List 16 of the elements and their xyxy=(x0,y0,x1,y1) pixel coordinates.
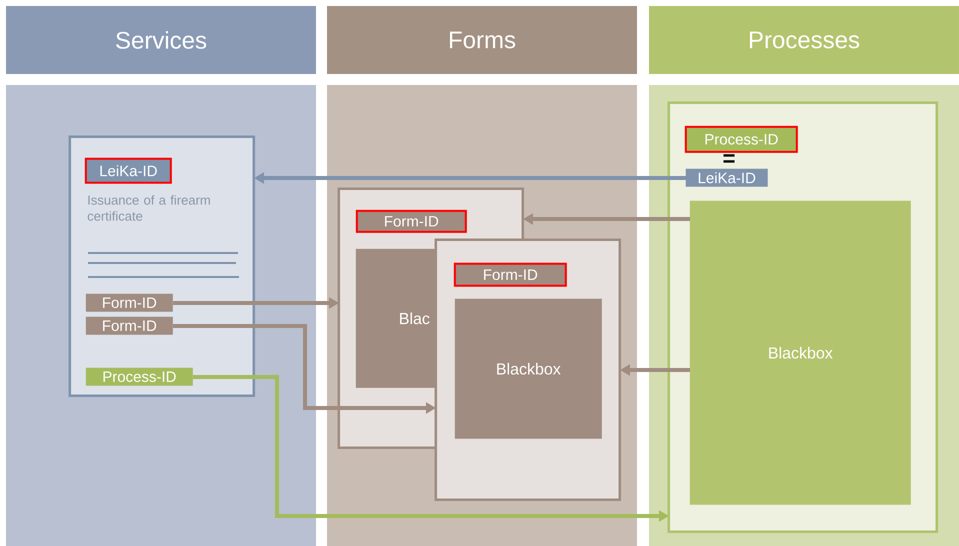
blackbox-box: Blackbox xyxy=(690,200,911,505)
equals-sign: = xyxy=(723,154,735,163)
column-header: Services xyxy=(6,6,316,74)
column-header: Processes xyxy=(649,6,959,74)
id-tag: Form-ID xyxy=(356,210,467,233)
id-tag: LeiKa-ID xyxy=(686,168,768,187)
id-tag: Form-ID xyxy=(86,294,173,312)
id-tag: LeiKa-ID xyxy=(84,158,172,184)
column-header: Forms xyxy=(327,6,637,74)
node-label: Blac xyxy=(400,312,430,324)
blackbox-box: Blackbox xyxy=(454,298,602,439)
blackbox-box: Blac xyxy=(356,248,435,388)
id-tag: Form-ID xyxy=(86,316,173,335)
id-tag: Process-ID xyxy=(684,126,798,153)
id-tag: Form-ID xyxy=(454,262,567,287)
id-tag: Process-ID xyxy=(86,368,193,386)
